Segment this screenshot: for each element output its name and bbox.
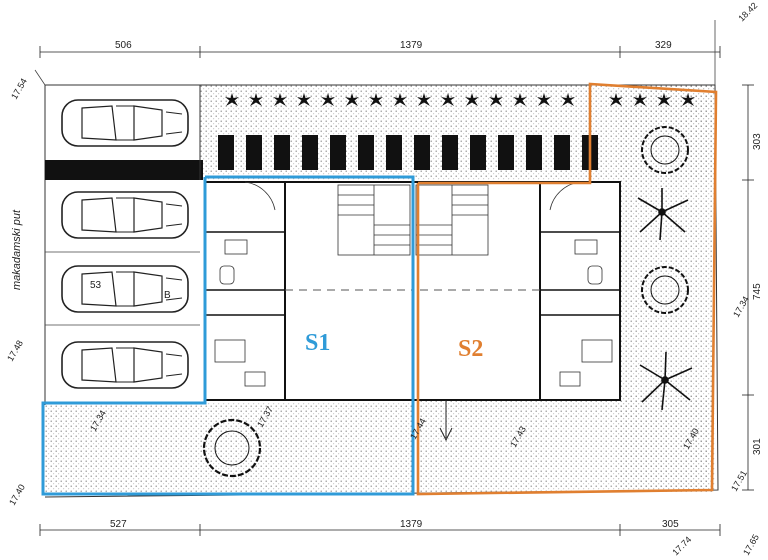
dim-bottom-right: 305 — [662, 519, 679, 530]
dim-right-bottom: 301 — [752, 438, 763, 455]
tree-5 — [202, 418, 262, 478]
stairs-s1 — [337, 184, 411, 256]
yard-s1 — [45, 402, 415, 494]
elev-left-mid: 17.48 — [5, 338, 25, 363]
entry-arrow — [439, 400, 453, 442]
car-4 — [61, 341, 189, 389]
dim-top-right: 329 — [655, 40, 672, 51]
tree-4 — [639, 351, 693, 411]
tree-3 — [641, 266, 689, 314]
parking-area — [44, 85, 203, 405]
tree-1 — [641, 126, 689, 174]
dim-top-left: 506 — [115, 40, 132, 51]
car-3 — [61, 265, 189, 313]
hedge-row — [218, 135, 598, 170]
elev-left-top: 17.54 — [9, 76, 29, 101]
unit-label-s2: S2 — [458, 336, 483, 362]
car-1 — [61, 99, 189, 147]
road-label: makadamski put — [11, 209, 23, 290]
parking-label-53: 53 — [90, 280, 102, 291]
dim-bottom-left: 527 — [110, 519, 127, 530]
elev-top-right: 18.42 — [736, 0, 759, 23]
unit-s1-boundary — [41, 175, 415, 496]
parking-divider-bar — [45, 160, 203, 180]
dim-bottom-mid: 1379 — [400, 519, 423, 530]
yard-s2 — [418, 396, 715, 492]
dim-right-top: 303 — [752, 133, 763, 150]
unit-label-s1: S1 — [305, 330, 330, 356]
dim-right-mid: 745 — [752, 283, 763, 300]
stairs-s2 — [415, 184, 489, 256]
dimension-lines — [39, 46, 754, 536]
elev-bottom-left: 17.40 — [7, 482, 27, 507]
tree-2 — [637, 188, 689, 241]
parking-label-b: B — [164, 290, 171, 301]
elev-bottom-right: 17.51 — [729, 468, 749, 493]
unit-s2-boundary — [416, 82, 718, 496]
elev-bottom-right-corner: 17.74 — [670, 534, 693, 557]
car-2 — [61, 191, 189, 239]
elev-corner-far: 17.65 — [741, 532, 761, 557]
dim-top-mid: 1379 — [400, 40, 423, 51]
